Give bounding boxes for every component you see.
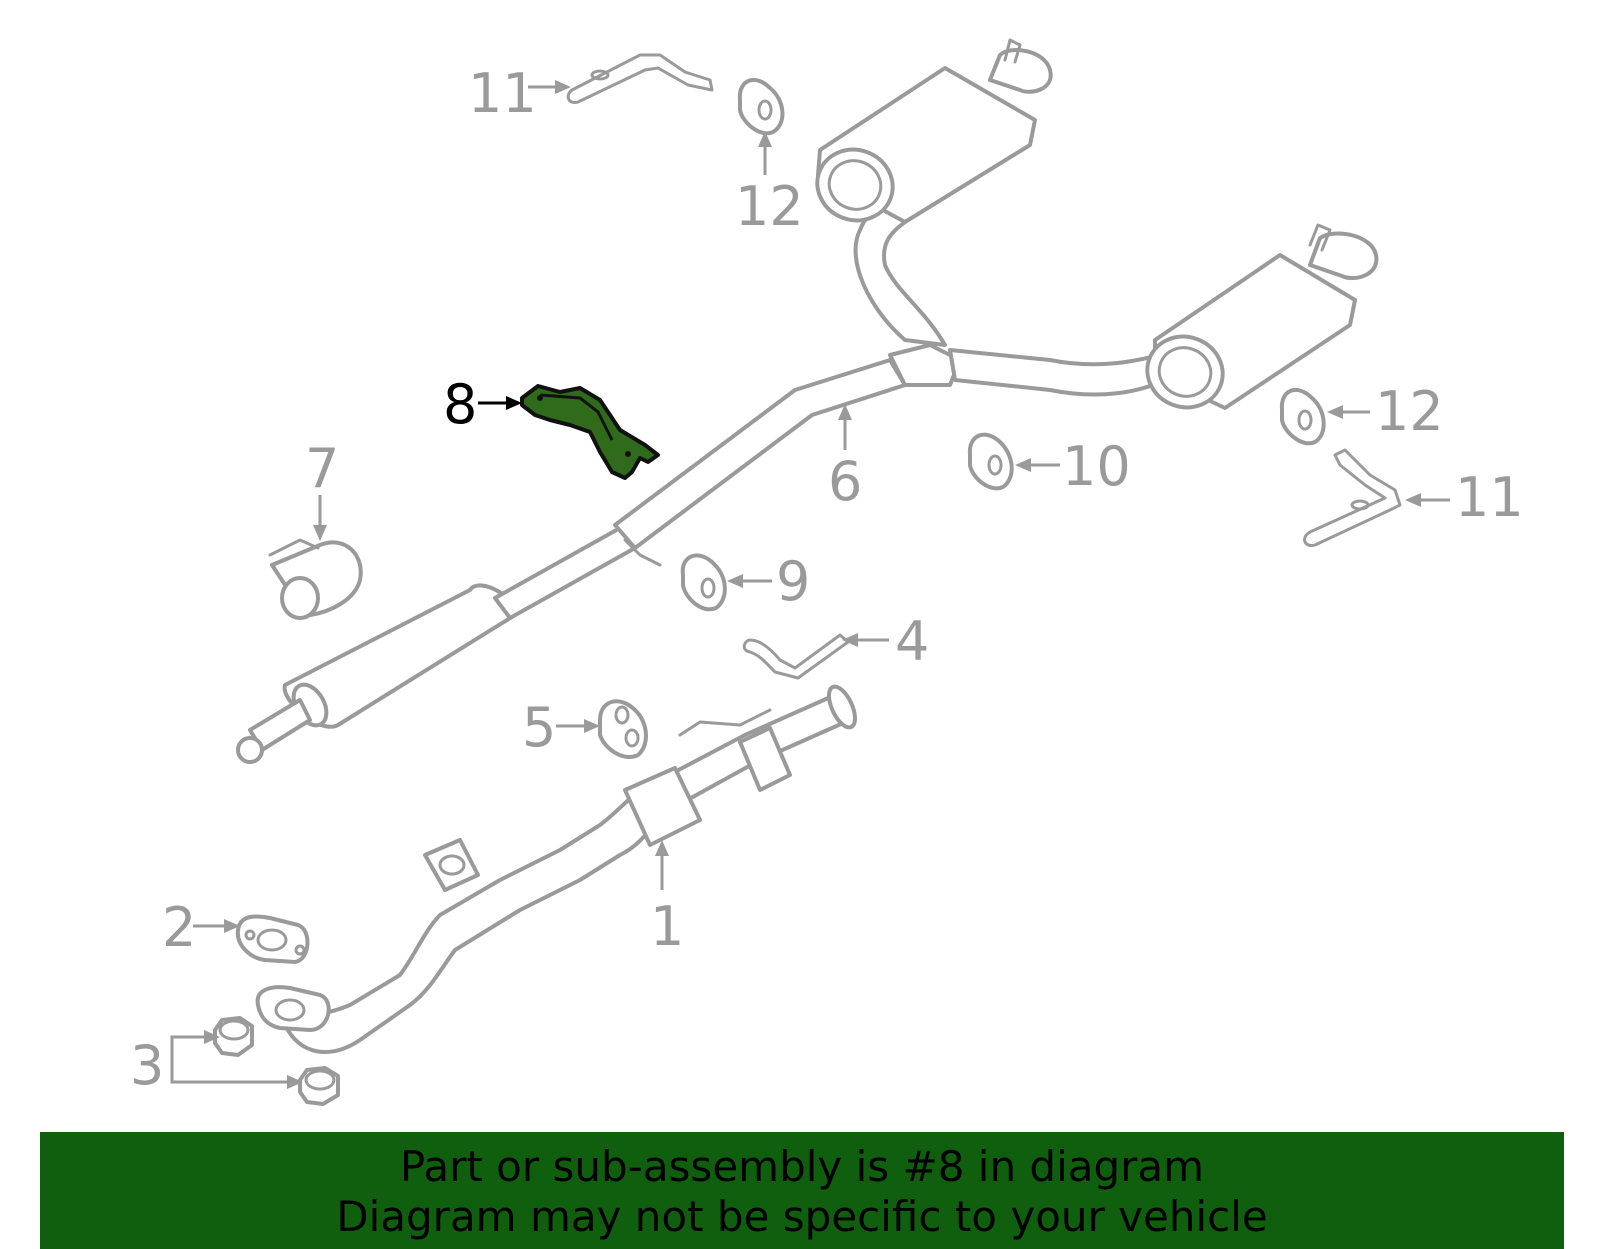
callout-11-right: 11 xyxy=(1455,466,1524,529)
part-12-insulator-top[interactable] xyxy=(737,77,785,136)
callout-3: 3 xyxy=(130,1034,164,1097)
part-10-insulator[interactable] xyxy=(967,432,1014,491)
part-3-nuts[interactable] xyxy=(213,1016,340,1106)
part-2-gasket[interactable] xyxy=(235,914,310,964)
part-12-insulator-right[interactable] xyxy=(1279,387,1326,446)
part-1-front-pipe[interactable] xyxy=(255,683,861,1054)
rear-muffler-right[interactable] xyxy=(1137,223,1379,418)
callout-1: 1 xyxy=(650,895,684,958)
callout-9: 9 xyxy=(776,550,810,613)
callout-6: 6 xyxy=(828,450,862,513)
callout-10: 10 xyxy=(1062,435,1131,498)
rear-muffler-left[interactable] xyxy=(807,38,1053,231)
part-11-hanger-top[interactable] xyxy=(566,53,714,105)
callout-2: 2 xyxy=(162,896,196,959)
callout-12-top: 12 xyxy=(735,175,804,238)
callout-5: 5 xyxy=(522,696,556,759)
callout-12-right: 12 xyxy=(1375,380,1444,443)
part-8-bracket-highlighted[interactable] xyxy=(520,384,660,480)
leader-lines xyxy=(170,80,1450,1089)
banner-line-2: Diagram may not be specific to your vehi… xyxy=(336,1192,1268,1241)
part-4-hanger[interactable] xyxy=(742,633,850,680)
callout-4: 4 xyxy=(895,610,929,673)
part-11-hanger-right[interactable] xyxy=(1303,448,1402,548)
part-5-insulator[interactable] xyxy=(598,699,648,759)
info-banner: Part or sub-assembly is #8 in diagram Di… xyxy=(40,1132,1564,1249)
banner-line-1: Part or sub-assembly is #8 in diagram xyxy=(399,1142,1205,1191)
callout-11-top: 11 xyxy=(468,62,537,125)
callout-8: 8 xyxy=(443,373,477,436)
part-9-insulator[interactable] xyxy=(680,553,727,612)
part-6-intermediate-pipe[interactable] xyxy=(236,203,1167,764)
part-7-clamp[interactable] xyxy=(268,538,363,620)
callout-7: 7 xyxy=(305,437,339,500)
